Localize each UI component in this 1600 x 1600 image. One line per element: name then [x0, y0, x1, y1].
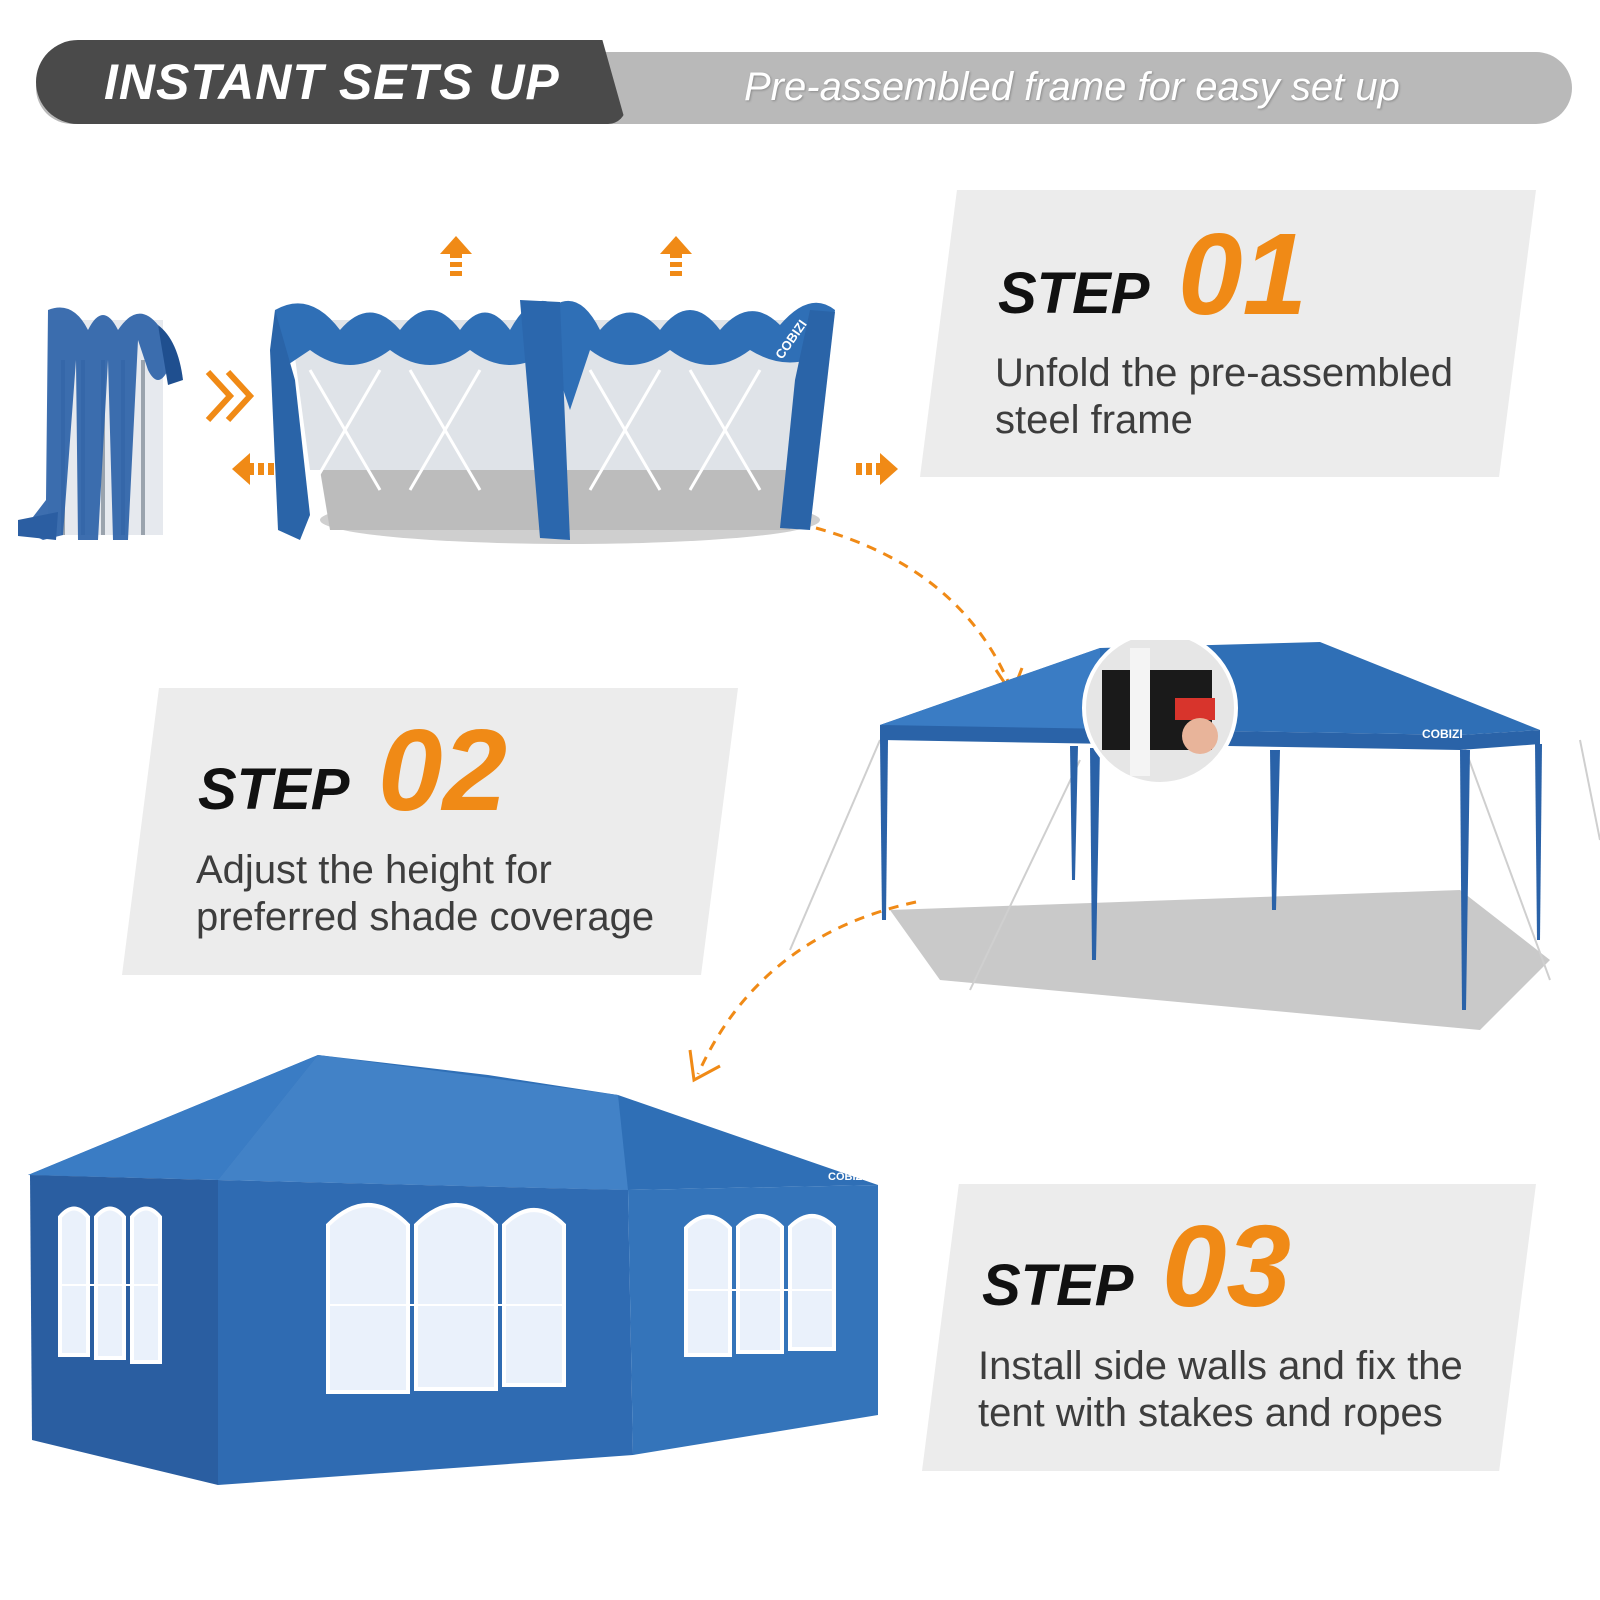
left-arrow-icon — [232, 453, 274, 485]
up-arrow-icon — [660, 236, 692, 276]
dashed-curved-arrow-icon — [688, 900, 917, 1083]
step-02-desc-line2: preferred shade coverage — [196, 895, 655, 939]
open-canopy-tent-illustration: COBIZI — [789, 640, 1600, 1030]
unfolding-tent-illustration: COBIZI — [270, 300, 835, 544]
step-03-number: 03 — [1162, 1201, 1292, 1331]
step-01-description: Unfold the pre-assembled steel frame — [995, 350, 1515, 444]
brand-logo-text: COBIZI — [828, 1171, 865, 1183]
step-02-desc-line1: Adjust the height for — [196, 848, 552, 892]
brand-logo-text: COBIZI — [1422, 727, 1463, 741]
right-arrow-icon — [856, 453, 898, 485]
step-03-card — [922, 1184, 1536, 1471]
banner-title: INSTANT SETS UP — [104, 54, 560, 110]
up-arrow-icon — [440, 236, 472, 276]
header-banner-title-block — [36, 40, 626, 124]
step-02-card — [122, 688, 738, 975]
step-01-label: STEP — [998, 261, 1150, 326]
step-03-label: STEP — [982, 1253, 1134, 1318]
step-01-number: 01 — [1178, 209, 1308, 339]
step-03-desc-line1: Install side walls and fix the — [978, 1344, 1463, 1388]
enclosed-tent-illustration: COBIZI — [28, 1055, 878, 1485]
frame-detail-inset — [1082, 640, 1238, 786]
banner-subtitle: Pre-assembled frame for easy set up — [744, 65, 1400, 109]
double-chevron-icon — [205, 369, 255, 423]
step-01-card — [920, 190, 1536, 477]
step-01-desc-line2: steel frame — [995, 398, 1193, 442]
step-01-desc-line1: Unfold the pre-assembled — [995, 351, 1454, 395]
step-03-desc-line2: tent with stakes and ropes — [978, 1391, 1443, 1435]
step-02-number: 02 — [378, 705, 508, 835]
step-02-description: Adjust the height for preferred shade co… — [196, 847, 716, 941]
step-02-label: STEP — [198, 757, 350, 822]
folded-tent-illustration — [18, 307, 183, 540]
step-03-description: Install side walls and fix the tent with… — [978, 1343, 1518, 1437]
